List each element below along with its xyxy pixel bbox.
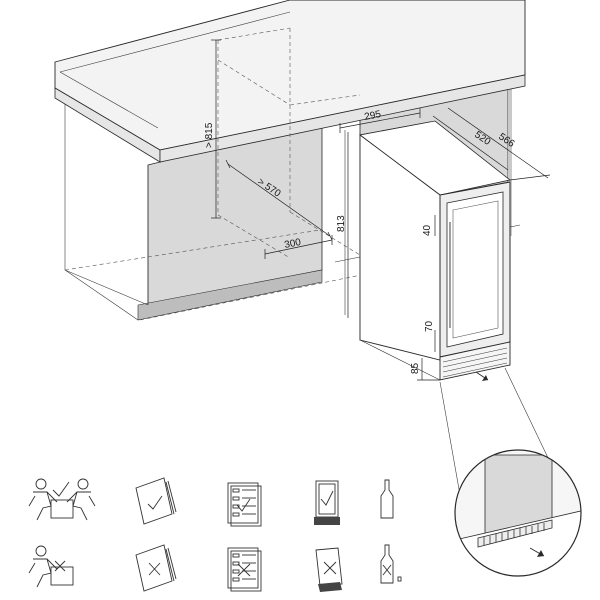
label-cabinet-width: 300 — [283, 237, 302, 251]
label-unit-height: 813 — [336, 215, 347, 232]
label-door-gap-top: 40 — [422, 224, 433, 236]
bottle-no-icon — [380, 544, 402, 584]
two-person-lift-ok-icon — [28, 478, 96, 521]
label-unit-width: 295 — [363, 109, 382, 123]
bottle-ok-icon — [380, 479, 394, 519]
one-person-lift-no-icon — [28, 545, 74, 588]
content-list-no-icon — [227, 547, 262, 592]
content-list-ok-icon — [227, 482, 262, 527]
wine-cooler-unit — [344, 120, 511, 381]
label-door-gap-bottom: 70 — [424, 320, 435, 332]
manual-no-icon — [135, 544, 177, 592]
detail-zoom — [439, 367, 582, 577]
kitchen-cabinet — [54, 0, 526, 321]
label-cabinet-height: > 815 — [204, 122, 215, 148]
tilted-unit-no-icon — [315, 547, 343, 592]
label-plinth-height: 85 — [410, 362, 421, 374]
door-open-ok-icon — [314, 480, 340, 525]
dimension-lines — [211, 39, 551, 381]
manual-ok-icon — [135, 477, 177, 525]
